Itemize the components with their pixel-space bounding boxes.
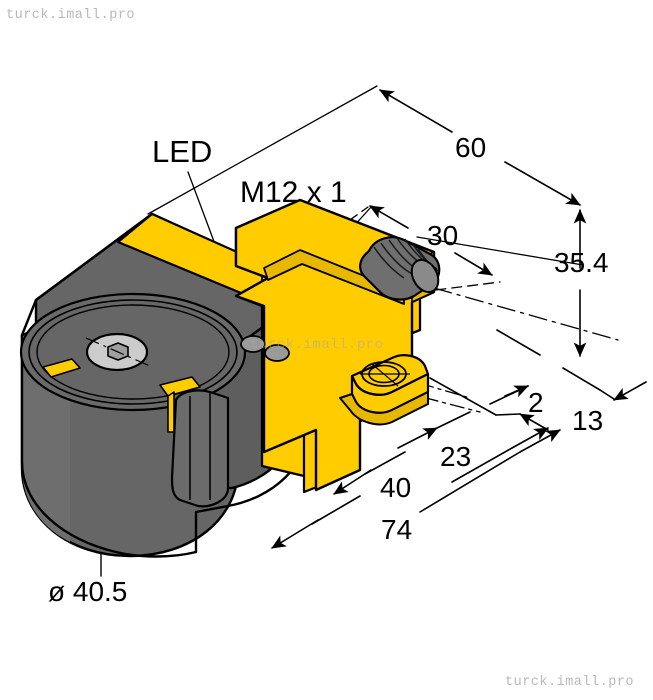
yellow-position-marker-right [159, 376, 201, 433]
dim-40 [333, 427, 549, 495]
dim-label-13: 13 [572, 405, 604, 436]
dim-13 [496, 329, 647, 401]
dim-label-2: 2 [528, 387, 544, 418]
watermark-top-left: turck.imall.pro [6, 8, 136, 23]
dim-label-30: 30 [427, 220, 459, 251]
dim-30 [369, 205, 493, 276]
hex-socket-hub [85, 332, 151, 372]
m12-threaded-connector [359, 236, 441, 301]
dim-60 [379, 89, 581, 206]
dim-label-23: 23 [440, 441, 472, 472]
side-mounting-tab [170, 389, 230, 508]
dim-2 [429, 377, 549, 431]
dim-23 [397, 385, 529, 449]
dim-74 [271, 429, 561, 549]
dim-label-74: 74 [381, 514, 413, 545]
watermark-center: turck.imall.pro [250, 337, 384, 353]
yellow-position-marker-left [42, 358, 81, 378]
callout-led-label: LED [152, 134, 213, 169]
led-indicator-2 [264, 344, 290, 362]
dim-label-diameter: ø 40.5 [48, 576, 128, 607]
sensor-device-group [19, 198, 441, 558]
led-indicator-1 [240, 335, 266, 353]
bracket-mounting-hole [360, 361, 410, 387]
dim-label-40: 40 [380, 472, 412, 503]
callout-m12-label: M12 x 1 [240, 176, 347, 209]
watermark-bottom-right: turck.imall.pro [505, 675, 635, 690]
mounting-bracket-flange [339, 354, 430, 426]
dim-label-35-4: 35.4 [554, 247, 609, 278]
dim-label-60: 60 [455, 132, 487, 163]
dimension-lines-group [100, 85, 647, 577]
